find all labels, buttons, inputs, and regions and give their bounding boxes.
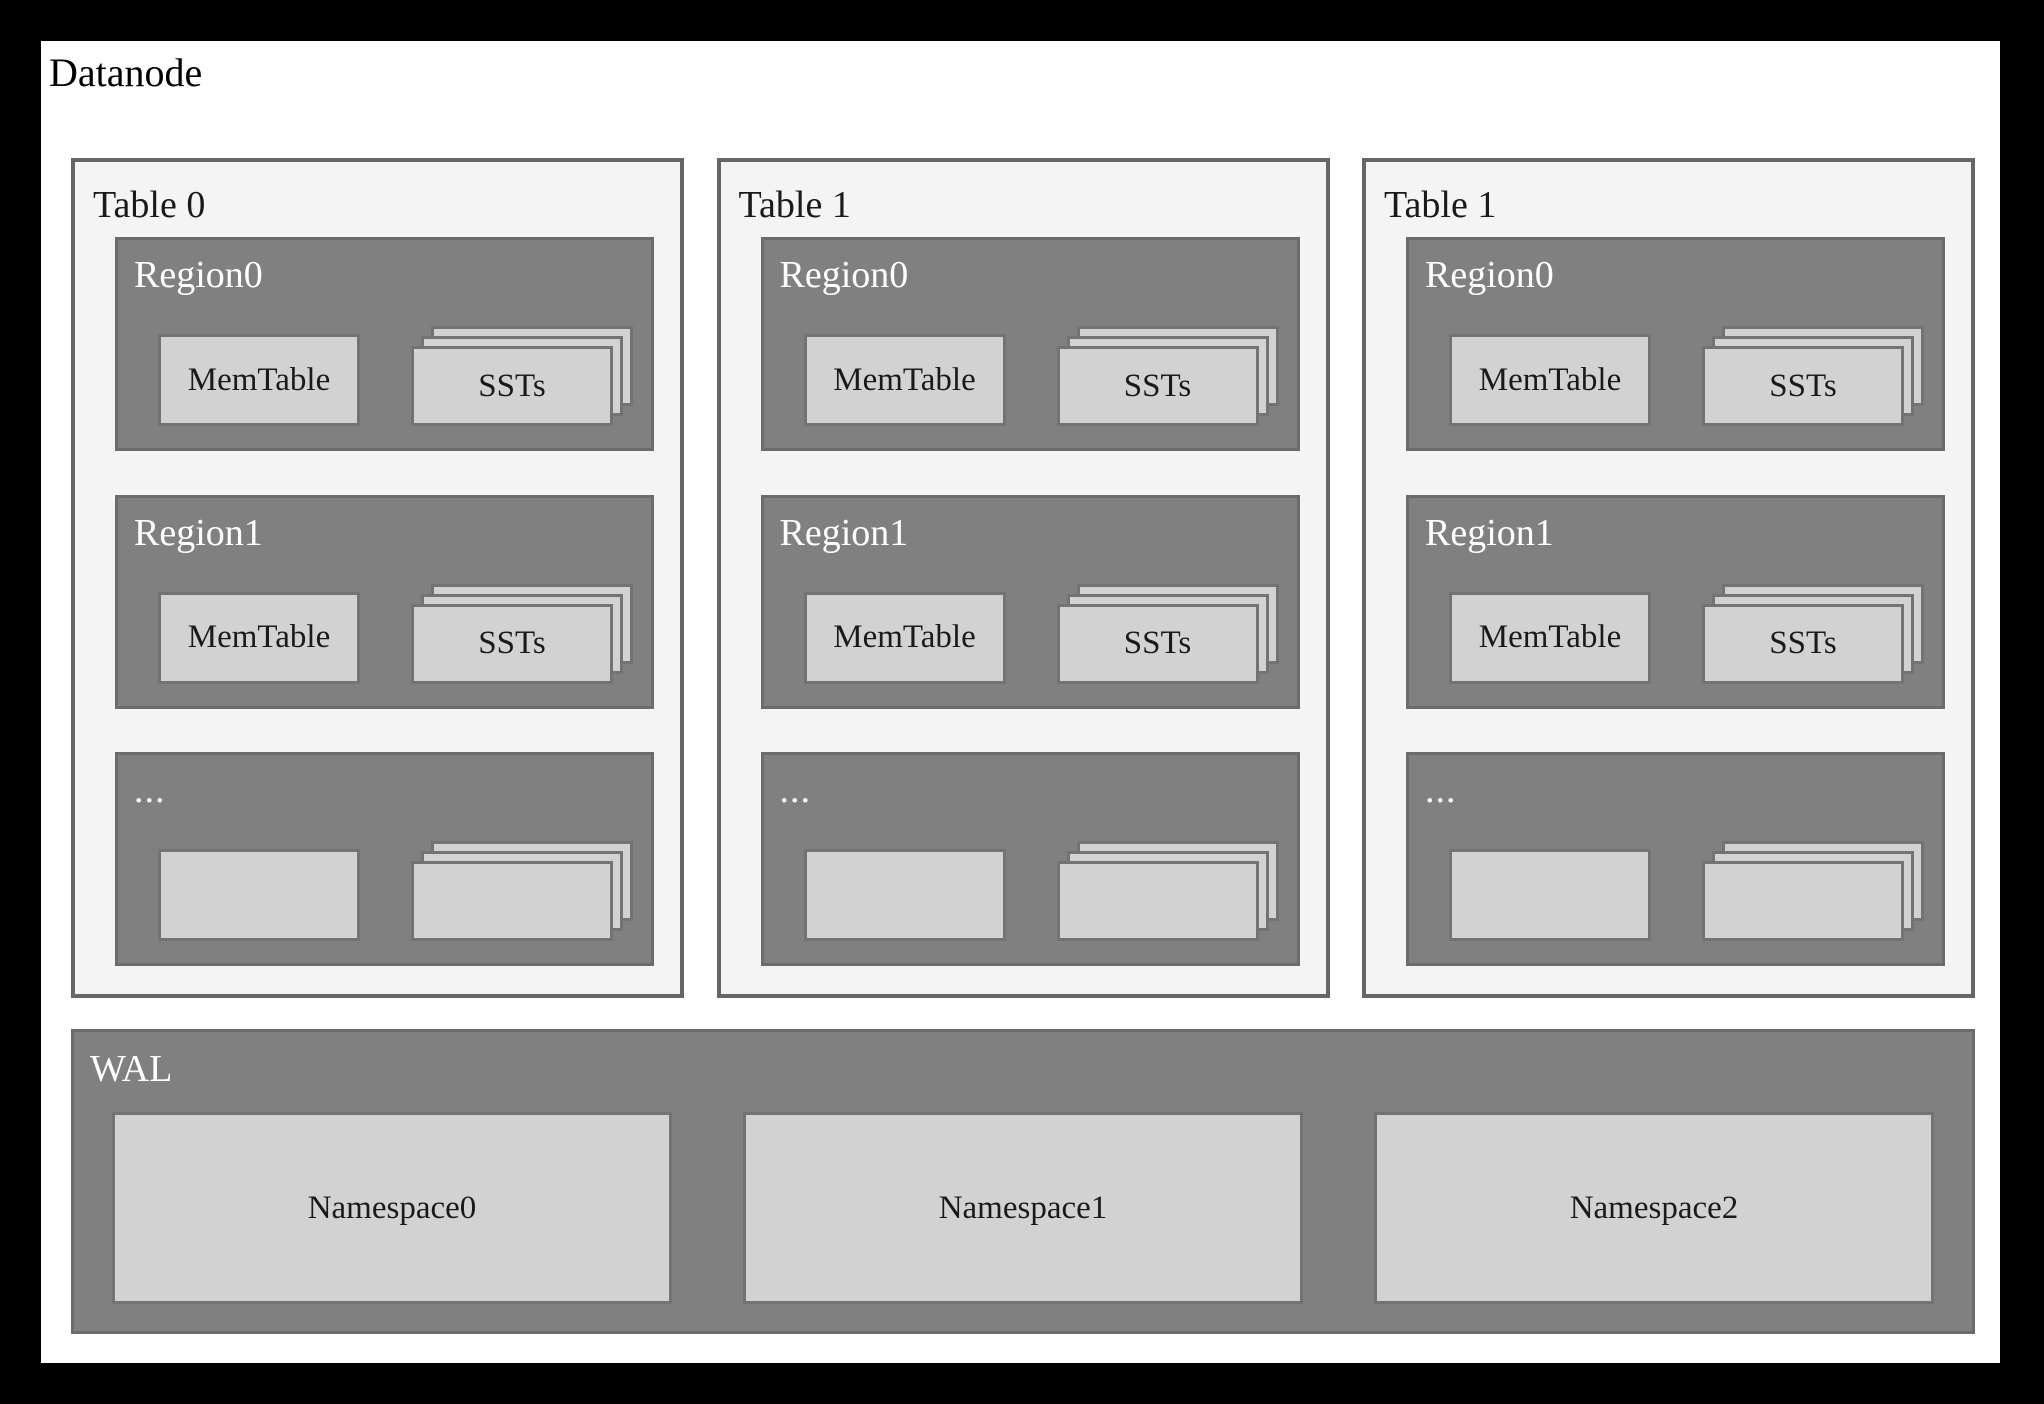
ssts-stack-empty[interactable] xyxy=(411,841,633,941)
region-body xyxy=(158,841,633,941)
sst-card-front: SSTs xyxy=(1702,603,1904,684)
ssts-stack-empty[interactable] xyxy=(1056,841,1279,941)
table-panel[interactable]: Table 0 Region0 MemTable SSTs xyxy=(71,158,684,998)
memtable-box-empty[interactable] xyxy=(158,849,360,941)
table-title: Table 1 xyxy=(738,184,851,226)
region-body: MemTable SSTs xyxy=(1449,583,1924,684)
namespace-box[interactable]: Namespace0 xyxy=(112,1112,672,1304)
region-block[interactable]: Region0 MemTable SSTs xyxy=(115,237,654,451)
sst-card-front xyxy=(411,861,613,941)
region-title: Region0 xyxy=(134,254,263,296)
region-body: MemTable SSTs xyxy=(1449,326,1924,426)
sst-card-front: SSTs xyxy=(1056,346,1259,426)
sst-card-front xyxy=(1702,861,1904,941)
ssts-stack[interactable]: SSTs xyxy=(1702,583,1924,684)
sst-card-front xyxy=(1056,861,1259,941)
table-panel[interactable]: Table 1 Region0 MemTable SSTs xyxy=(716,158,1330,998)
ssts-stack[interactable]: SSTs xyxy=(411,583,633,684)
region-block-ellipsis[interactable]: ... xyxy=(1406,752,1945,966)
region-body: MemTable SSTs xyxy=(158,583,633,684)
namespace-box[interactable]: Namespace1 xyxy=(743,1112,1303,1304)
table-title: Table 0 xyxy=(93,184,206,226)
sst-card-front: SSTs xyxy=(1056,603,1259,684)
memtable-box-empty[interactable] xyxy=(803,849,1006,941)
namespace-list: Namespace0 Namespace1 Namespace2 xyxy=(112,1112,1934,1304)
region-block[interactable]: Region1 MemTable SSTs xyxy=(760,494,1300,709)
memtable-box[interactable]: MemTable xyxy=(158,591,360,684)
memtable-box[interactable]: MemTable xyxy=(803,591,1006,684)
ssts-stack[interactable]: SSTs xyxy=(1056,583,1279,684)
region-block[interactable]: Region1 MemTable SSTs xyxy=(1406,494,1945,709)
region-body xyxy=(1449,841,1924,941)
ssts-stack[interactable]: SSTs xyxy=(411,326,633,426)
region-block-ellipsis[interactable]: ... xyxy=(115,752,654,966)
region-title: Region0 xyxy=(779,254,909,296)
memtable-box-empty[interactable] xyxy=(1449,849,1651,941)
memtable-box[interactable]: MemTable xyxy=(158,334,360,426)
wal-title: WAL xyxy=(90,1048,173,1090)
memtable-box[interactable]: MemTable xyxy=(1449,334,1651,426)
namespace-box[interactable]: Namespace2 xyxy=(1374,1112,1934,1304)
region-body: MemTable SSTs xyxy=(803,583,1279,684)
sst-card-front: SSTs xyxy=(411,346,613,426)
region-list: Region0 MemTable SSTs Region1 xyxy=(760,237,1300,966)
datanode-container: Datanode Table 0 Region0 MemTable SSTs xyxy=(41,41,2000,1363)
sst-card-front: SSTs xyxy=(1702,346,1904,426)
region-body: MemTable SSTs xyxy=(158,326,633,426)
ssts-stack[interactable]: SSTs xyxy=(1056,326,1279,426)
table-title: Table 1 xyxy=(1384,184,1497,226)
page-title: Datanode xyxy=(49,50,203,95)
wal-container[interactable]: WAL Namespace0 Namespace1 Namespace2 xyxy=(71,1029,1975,1334)
region-title: Region1 xyxy=(1425,511,1554,554)
region-block[interactable]: Region0 MemTable SSTs xyxy=(760,237,1300,451)
memtable-box[interactable]: MemTable xyxy=(803,334,1006,426)
ssts-stack[interactable]: SSTs xyxy=(1702,326,1924,426)
sst-card-front: SSTs xyxy=(411,603,613,684)
memtable-box[interactable]: MemTable xyxy=(1449,591,1651,684)
region-block-ellipsis[interactable]: ... xyxy=(760,752,1300,966)
region-body: MemTable SSTs xyxy=(803,326,1279,426)
region-body xyxy=(803,841,1279,941)
table-panel[interactable]: Table 1 Region0 MemTable SSTs xyxy=(1362,158,1975,998)
ssts-stack-empty[interactable] xyxy=(1702,841,1924,941)
region-ellipsis-label: ... xyxy=(134,769,166,811)
region-list: Region0 MemTable SSTs Region1 xyxy=(115,237,654,966)
region-block[interactable]: Region1 MemTable SSTs xyxy=(115,494,654,709)
region-title: Region1 xyxy=(134,511,263,554)
region-list: Region0 MemTable SSTs Region1 xyxy=(1406,237,1945,966)
tables-row: Table 0 Region0 MemTable SSTs xyxy=(71,158,1975,998)
region-ellipsis-label: ... xyxy=(1425,769,1457,811)
region-ellipsis-label: ... xyxy=(779,769,811,811)
region-title: Region1 xyxy=(779,511,909,554)
region-block[interactable]: Region0 MemTable SSTs xyxy=(1406,237,1945,451)
region-title: Region0 xyxy=(1425,254,1554,296)
